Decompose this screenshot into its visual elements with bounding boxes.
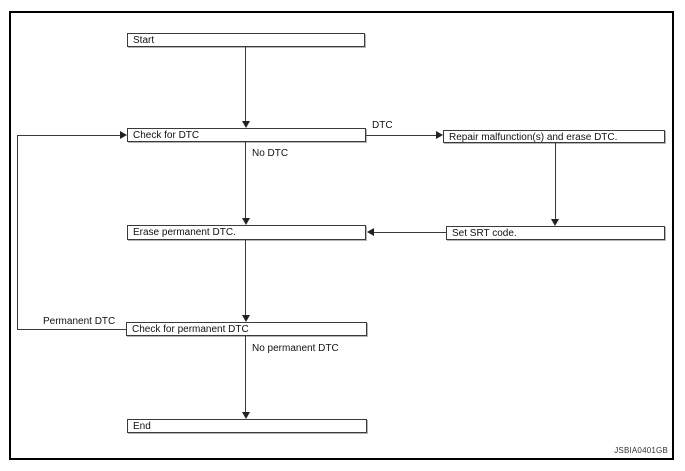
edge-feedback-top bbox=[17, 135, 120, 136]
edge-feedback-bottom bbox=[17, 329, 126, 330]
edge-check-dtc-to-repair bbox=[366, 135, 436, 136]
edge-label-permanent-dtc: Permanent DTC bbox=[43, 316, 116, 327]
arrowhead-into-end bbox=[242, 412, 250, 419]
figure-code: JSBIA0401GB bbox=[614, 446, 668, 455]
edge-label-dtc: DTC bbox=[372, 120, 393, 131]
arrowhead-into-check-permanent bbox=[242, 315, 250, 322]
edge-erase-to-check-permanent bbox=[245, 240, 246, 315]
arrowhead-into-erase-right bbox=[367, 228, 374, 236]
node-set-srt-code: Set SRT code. bbox=[446, 226, 665, 240]
node-check-dtc: Check for DTC bbox=[127, 128, 366, 142]
edge-set-srt-to-erase bbox=[374, 232, 446, 233]
edge-check-permanent-to-end bbox=[245, 336, 246, 412]
node-repair-malfunction: Repair malfunction(s) and erase DTC. bbox=[443, 130, 665, 143]
edge-start-to-check-dtc bbox=[245, 47, 246, 122]
arrowhead-feedback-into-check-dtc bbox=[120, 131, 127, 139]
arrowhead-into-check-dtc bbox=[242, 121, 250, 128]
node-check-permanent-dtc: Check for permanent DTC bbox=[126, 322, 367, 336]
node-start: Start bbox=[127, 33, 365, 47]
edge-repair-to-set-srt bbox=[555, 143, 556, 219]
edge-label-no-dtc: No DTC bbox=[252, 148, 289, 159]
arrowhead-into-erase-permanent bbox=[242, 218, 250, 225]
edge-label-no-permanent-dtc: No permanent DTC bbox=[252, 343, 339, 354]
edge-feedback-vertical bbox=[17, 135, 18, 330]
arrowhead-into-set-srt bbox=[551, 219, 559, 226]
node-end: End bbox=[127, 419, 367, 433]
edge-check-dtc-to-erase bbox=[245, 142, 246, 218]
node-erase-permanent-dtc: Erase permanent DTC. bbox=[127, 225, 366, 240]
arrowhead-into-repair bbox=[436, 131, 443, 139]
